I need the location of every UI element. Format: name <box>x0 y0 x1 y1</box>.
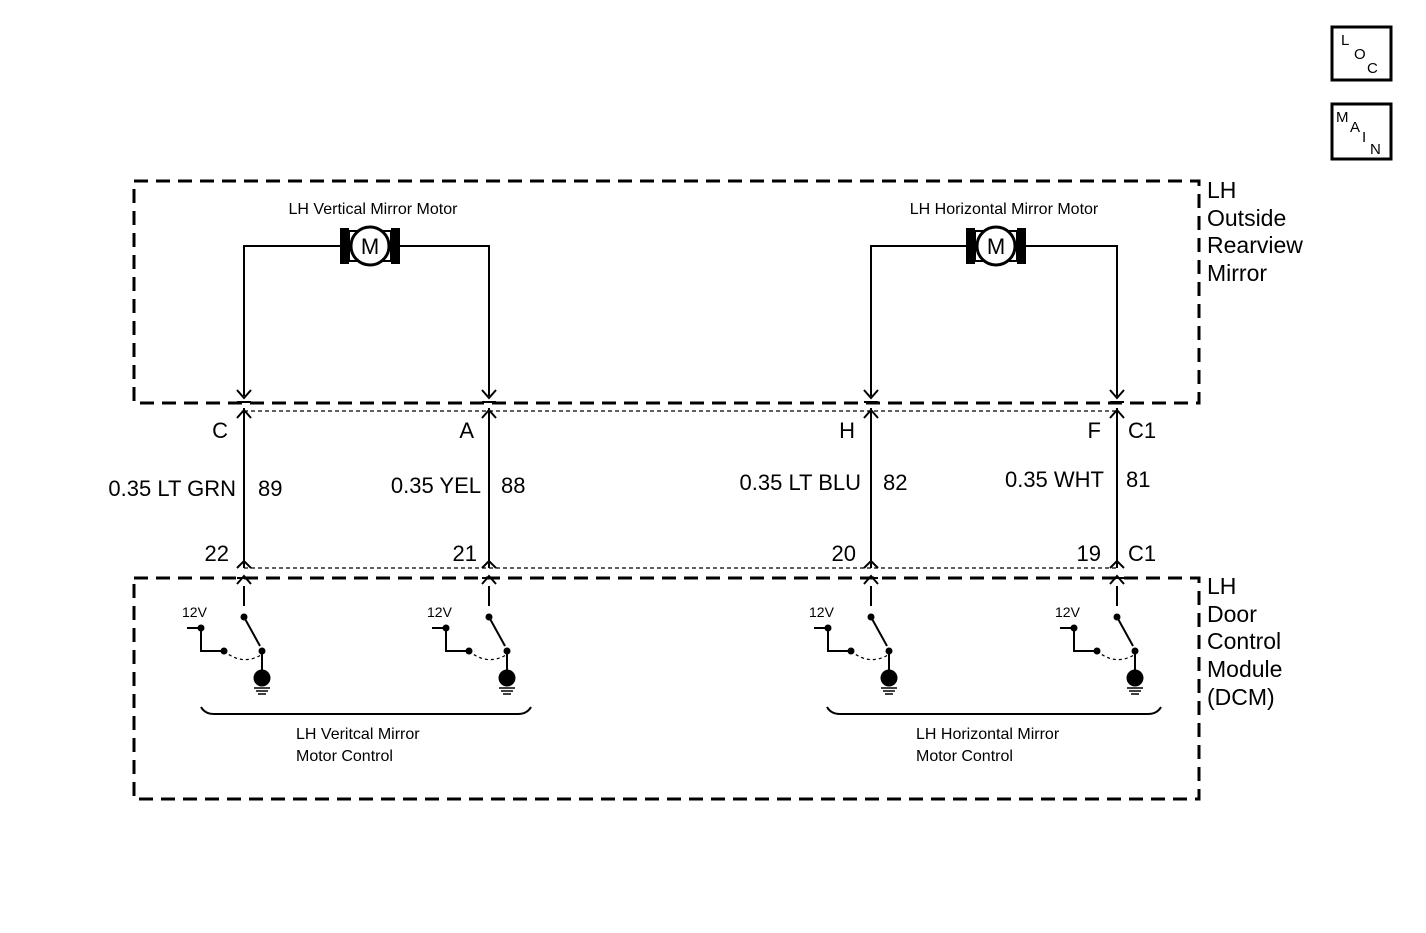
vertical-control-label: LH Veritcal Mirror Motor Control <box>296 726 420 765</box>
svg-text:Outside: Outside <box>1207 205 1286 231</box>
svg-text:Rearview: Rearview <box>1207 232 1303 258</box>
svg-text:LH Horizontal Mirror: LH Horizontal Mirror <box>916 726 1060 743</box>
bottom-pin-label: 21 <box>453 541 477 566</box>
wire-color-label: 0.35 LT BLU <box>740 470 861 495</box>
supply-label: 12V <box>182 604 208 620</box>
svg-text:LH: LH <box>1207 573 1236 599</box>
loc-letter-l: L <box>1341 32 1349 49</box>
dcm-module-label: LH Door Control Module (DCM) <box>1207 573 1282 710</box>
switch-f19: 12V <box>1055 586 1144 695</box>
horizontal-control-label: LH Horizontal Mirror Motor Control <box>916 726 1060 765</box>
main-letter-n: N <box>1370 141 1381 158</box>
circuit-wires <box>243 408 1118 568</box>
mirror-module-label: LH Outside Rearview Mirror <box>1207 177 1303 286</box>
mirror-module-box <box>132 179 1201 405</box>
main-button[interactable]: M A I N <box>1330 102 1393 161</box>
svg-text:(DCM): (DCM) <box>1207 684 1275 710</box>
switch-h20: 12V <box>809 586 898 695</box>
horizontal-control-brace <box>826 706 1162 715</box>
svg-text:Door: Door <box>1207 601 1257 627</box>
main-letter-i: I <box>1362 129 1366 146</box>
top-pin-label: H <box>839 418 855 443</box>
bottom-pin-label: 20 <box>832 541 856 566</box>
main-letter-m: M <box>1336 109 1349 126</box>
top-connector-name: C1 <box>1128 418 1156 443</box>
svg-text:LH: LH <box>1207 177 1236 203</box>
loc-letter-o: O <box>1354 46 1366 63</box>
loc-letter-c: C <box>1367 60 1378 77</box>
horizontal-motor-symbol: M <box>987 234 1005 259</box>
wire-color-label: 0.35 WHT <box>1005 467 1104 492</box>
vertical-motor-title: LH Vertical Mirror Motor <box>289 201 459 218</box>
bottom-pin-label: 19 <box>1077 541 1101 566</box>
loc-button[interactable]: L O C <box>1330 25 1393 82</box>
bottom-pin-label: 22 <box>205 541 229 566</box>
bottom-connector-name: C1 <box>1128 541 1156 566</box>
svg-text:Module: Module <box>1207 656 1282 682</box>
svg-text:Motor Control: Motor Control <box>296 748 393 765</box>
top-pin-label: A <box>459 418 474 443</box>
svg-text:Motor Control: Motor Control <box>916 748 1013 765</box>
supply-label: 12V <box>427 604 453 620</box>
svg-text:LH Veritcal Mirror: LH Veritcal Mirror <box>296 726 420 743</box>
top-connector-terminals <box>236 389 1125 419</box>
circuit-number-label: 89 <box>258 476 282 501</box>
vertical-motor-symbol: M <box>361 234 379 259</box>
circuit-number-label: 82 <box>883 470 907 495</box>
svg-text:Control: Control <box>1207 628 1281 654</box>
dcm-module-box <box>132 576 1201 801</box>
vertical-control-brace <box>200 706 532 715</box>
horizontal-motor: M <box>870 225 1118 396</box>
top-pin-label: F <box>1088 418 1101 443</box>
switch-a21: 12V <box>427 586 516 695</box>
top-pin-label: C <box>212 418 228 443</box>
svg-text:Mirror: Mirror <box>1207 260 1267 286</box>
circuit-number-label: 88 <box>501 473 525 498</box>
main-letter-a: A <box>1350 119 1360 136</box>
supply-label: 12V <box>809 604 835 620</box>
wire-color-label: 0.35 YEL <box>391 473 481 498</box>
circuit-number-label: 81 <box>1126 467 1150 492</box>
supply-label: 12V <box>1055 604 1081 620</box>
wire-color-label: 0.35 LT GRN <box>108 476 236 501</box>
vertical-motor: M <box>243 225 490 396</box>
horizontal-motor-title: LH Horizontal Mirror Motor <box>910 201 1099 218</box>
switch-c22: 12V <box>182 586 271 695</box>
bottom-connector-terminals <box>236 559 1125 585</box>
